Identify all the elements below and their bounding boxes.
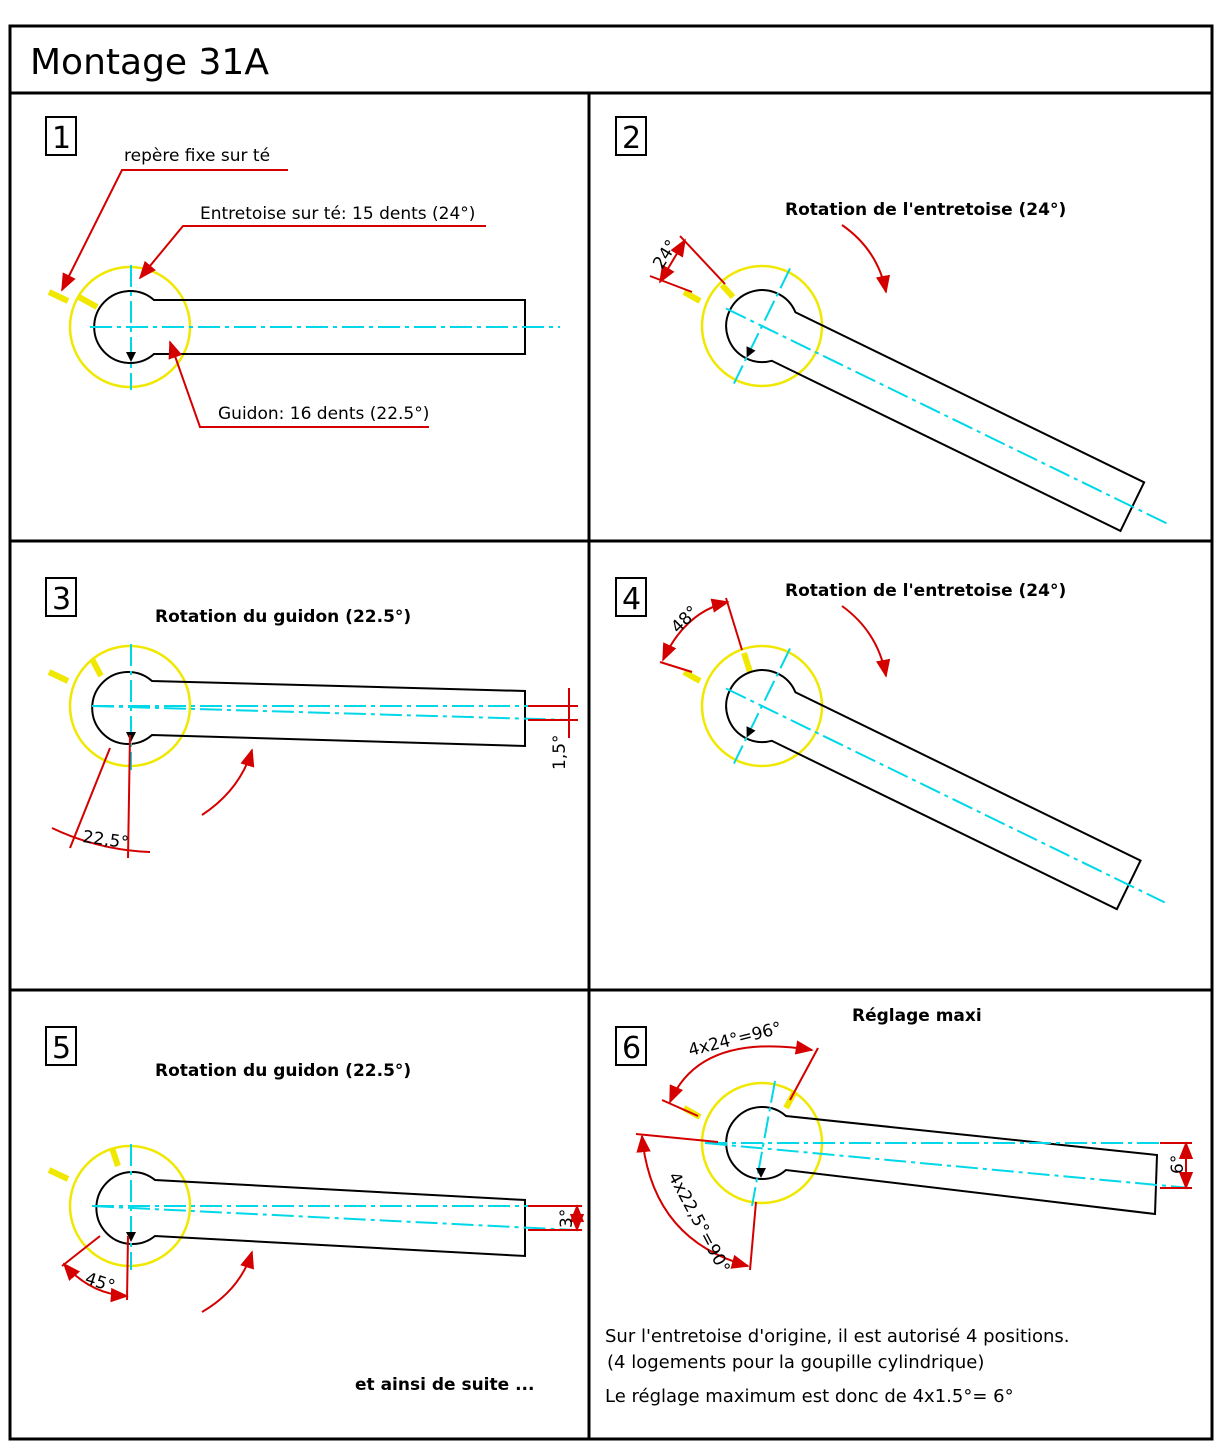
vertical-centerline: [733, 268, 791, 384]
fixed-mark: [47, 289, 70, 304]
dim-ext-1: [126, 1235, 129, 1301]
panel-6: 6 Réglage maxi 4x24°=96° 4x22,5°=90° 6° …: [605, 1006, 1194, 1407]
dim-label: 24°: [649, 236, 682, 272]
spacer-mark: [719, 282, 736, 300]
vertical-centerline: [733, 648, 791, 764]
fixed-mark: [682, 669, 702, 684]
panel-number: 4: [622, 582, 641, 617]
panel-heading: Rotation du guidon (22.5°): [155, 607, 411, 627]
spacer-mark: [109, 1147, 121, 1167]
handlebar-centerline: [91, 1205, 576, 1231]
handlebar-rotated: [725, 268, 1170, 533]
rotation-arrow: [201, 748, 255, 816]
index-arrow: [746, 346, 756, 358]
panel-number: 5: [52, 1031, 71, 1066]
dim-ext-2: [679, 235, 726, 285]
dim-ext-96-1: [661, 1099, 699, 1117]
sheet-title: Montage 31A: [30, 42, 269, 83]
panel-heading: Rotation de l'entretoise (24°): [785, 581, 1066, 601]
dim-ext-2: [725, 597, 743, 651]
dim-ext-96-2: [789, 1047, 819, 1101]
dim-label-offset: 3°: [557, 1209, 577, 1228]
spacer-mark: [77, 294, 99, 310]
dim-ext-90-2: [749, 1201, 757, 1271]
note-line-3: Le réglage maximum est donc de 4x1.5°= 6…: [605, 1386, 1014, 1407]
panel-number: 3: [52, 582, 71, 617]
rotation-arrow: [841, 224, 891, 294]
fixed-mark: [47, 1167, 70, 1182]
dim-arc-90: [636, 1134, 750, 1269]
panel-3: 3 Rotation du guidon (22.5°) 22,5° 1,5°: [45, 577, 578, 859]
spacer-mark: [89, 657, 104, 678]
panel-number: 1: [52, 121, 71, 156]
leader-spacer: [138, 225, 486, 280]
dim-ext-90-1: [635, 1133, 719, 1143]
handlebar-centerline: [704, 1142, 1191, 1189]
handlebar-rotated: [725, 648, 1166, 911]
label-spacer: Entretoise sur té: 15 dents (24°): [200, 204, 475, 224]
dim-label-90: 4x22,5°=90°: [664, 1169, 734, 1277]
dim-label: 48°: [667, 602, 702, 637]
leader-handlebar: [168, 340, 429, 428]
panel-number: 6: [622, 1031, 641, 1066]
dim-ext-2: [69, 747, 111, 849]
rotation-arrow: [201, 1250, 254, 1313]
dim-arc: [662, 598, 730, 662]
rotation-arrow: [841, 605, 891, 678]
sheet-frame: [8, 24, 1214, 1441]
panel-number-box: [615, 1026, 647, 1066]
dim-arc: [51, 827, 151, 853]
panel-number-box: [45, 577, 77, 617]
dim-label-angle: 45°: [82, 1269, 117, 1297]
panel-5: 5 Rotation du guidon (22.5°) 45° 3° et a…: [45, 1026, 585, 1395]
panel-number-box: [615, 116, 647, 156]
handlebar-outline: [93, 290, 526, 364]
index-arrow: [126, 352, 136, 362]
panel-1: 1 repère fixe sur té Entretoise sur té: …: [45, 116, 560, 428]
handlebar-centerline: [91, 705, 571, 721]
fixed-mark: [47, 669, 70, 684]
dim-label-angle: 22,5°: [81, 827, 130, 853]
leader-fixed-mark: [61, 169, 288, 292]
panel-number-box: [615, 577, 647, 617]
dim-line: [659, 238, 686, 284]
fixed-mark: [682, 289, 702, 304]
dim-ext-1: [659, 661, 693, 673]
handlebar-outline: [95, 1171, 526, 1258]
index-arrow: [756, 1168, 766, 1178]
handlebar-centerline: [725, 307, 1170, 526]
note-line-1: Sur l'entretoise d'origine, il est autor…: [605, 1326, 1070, 1347]
panel-2: 2 Rotation de l'entretoise (24°) 24°: [615, 116, 1170, 533]
panel-number-box: [45, 116, 77, 156]
handlebar-centerline: [725, 687, 1166, 904]
panel-heading: Rotation du guidon (22.5°): [155, 1061, 411, 1081]
label-fixed-mark: repère fixe sur té: [124, 146, 270, 166]
index-arrow: [746, 726, 756, 738]
panel-number-box: [45, 1026, 77, 1066]
dim-label-6: 6°: [1168, 1155, 1188, 1174]
panel-heading: Réglage maxi: [852, 1006, 982, 1026]
note-line-2: (4 logements pour la goupille cylindriqu…: [607, 1352, 984, 1373]
panel-number: 2: [622, 121, 641, 156]
index-arrow: [126, 732, 136, 742]
dim-arc-96: [669, 1040, 814, 1104]
label-handlebar: Guidon: 16 dents (22.5°): [218, 404, 429, 424]
dim-arc: [62, 1262, 129, 1303]
panel-4: 4 Rotation de l'entretoise (24°) 48°: [615, 577, 1166, 911]
dim-ext-1: [127, 734, 131, 859]
panel-heading: Rotation de l'entretoise (24°): [785, 200, 1066, 220]
handlebar-outline: [91, 671, 526, 748]
index-arrow: [126, 1232, 136, 1242]
footer-text: et ainsi de suite ...: [355, 1375, 534, 1395]
dim-ext-2: [61, 1235, 101, 1267]
handlebar-outline: [725, 1106, 1159, 1216]
spacer-mark: [741, 652, 753, 673]
dim-ext-1: [649, 275, 693, 293]
dim-label-96: 4x24°=96°: [686, 1018, 783, 1060]
dim-label-offset: 1,5°: [550, 734, 570, 770]
